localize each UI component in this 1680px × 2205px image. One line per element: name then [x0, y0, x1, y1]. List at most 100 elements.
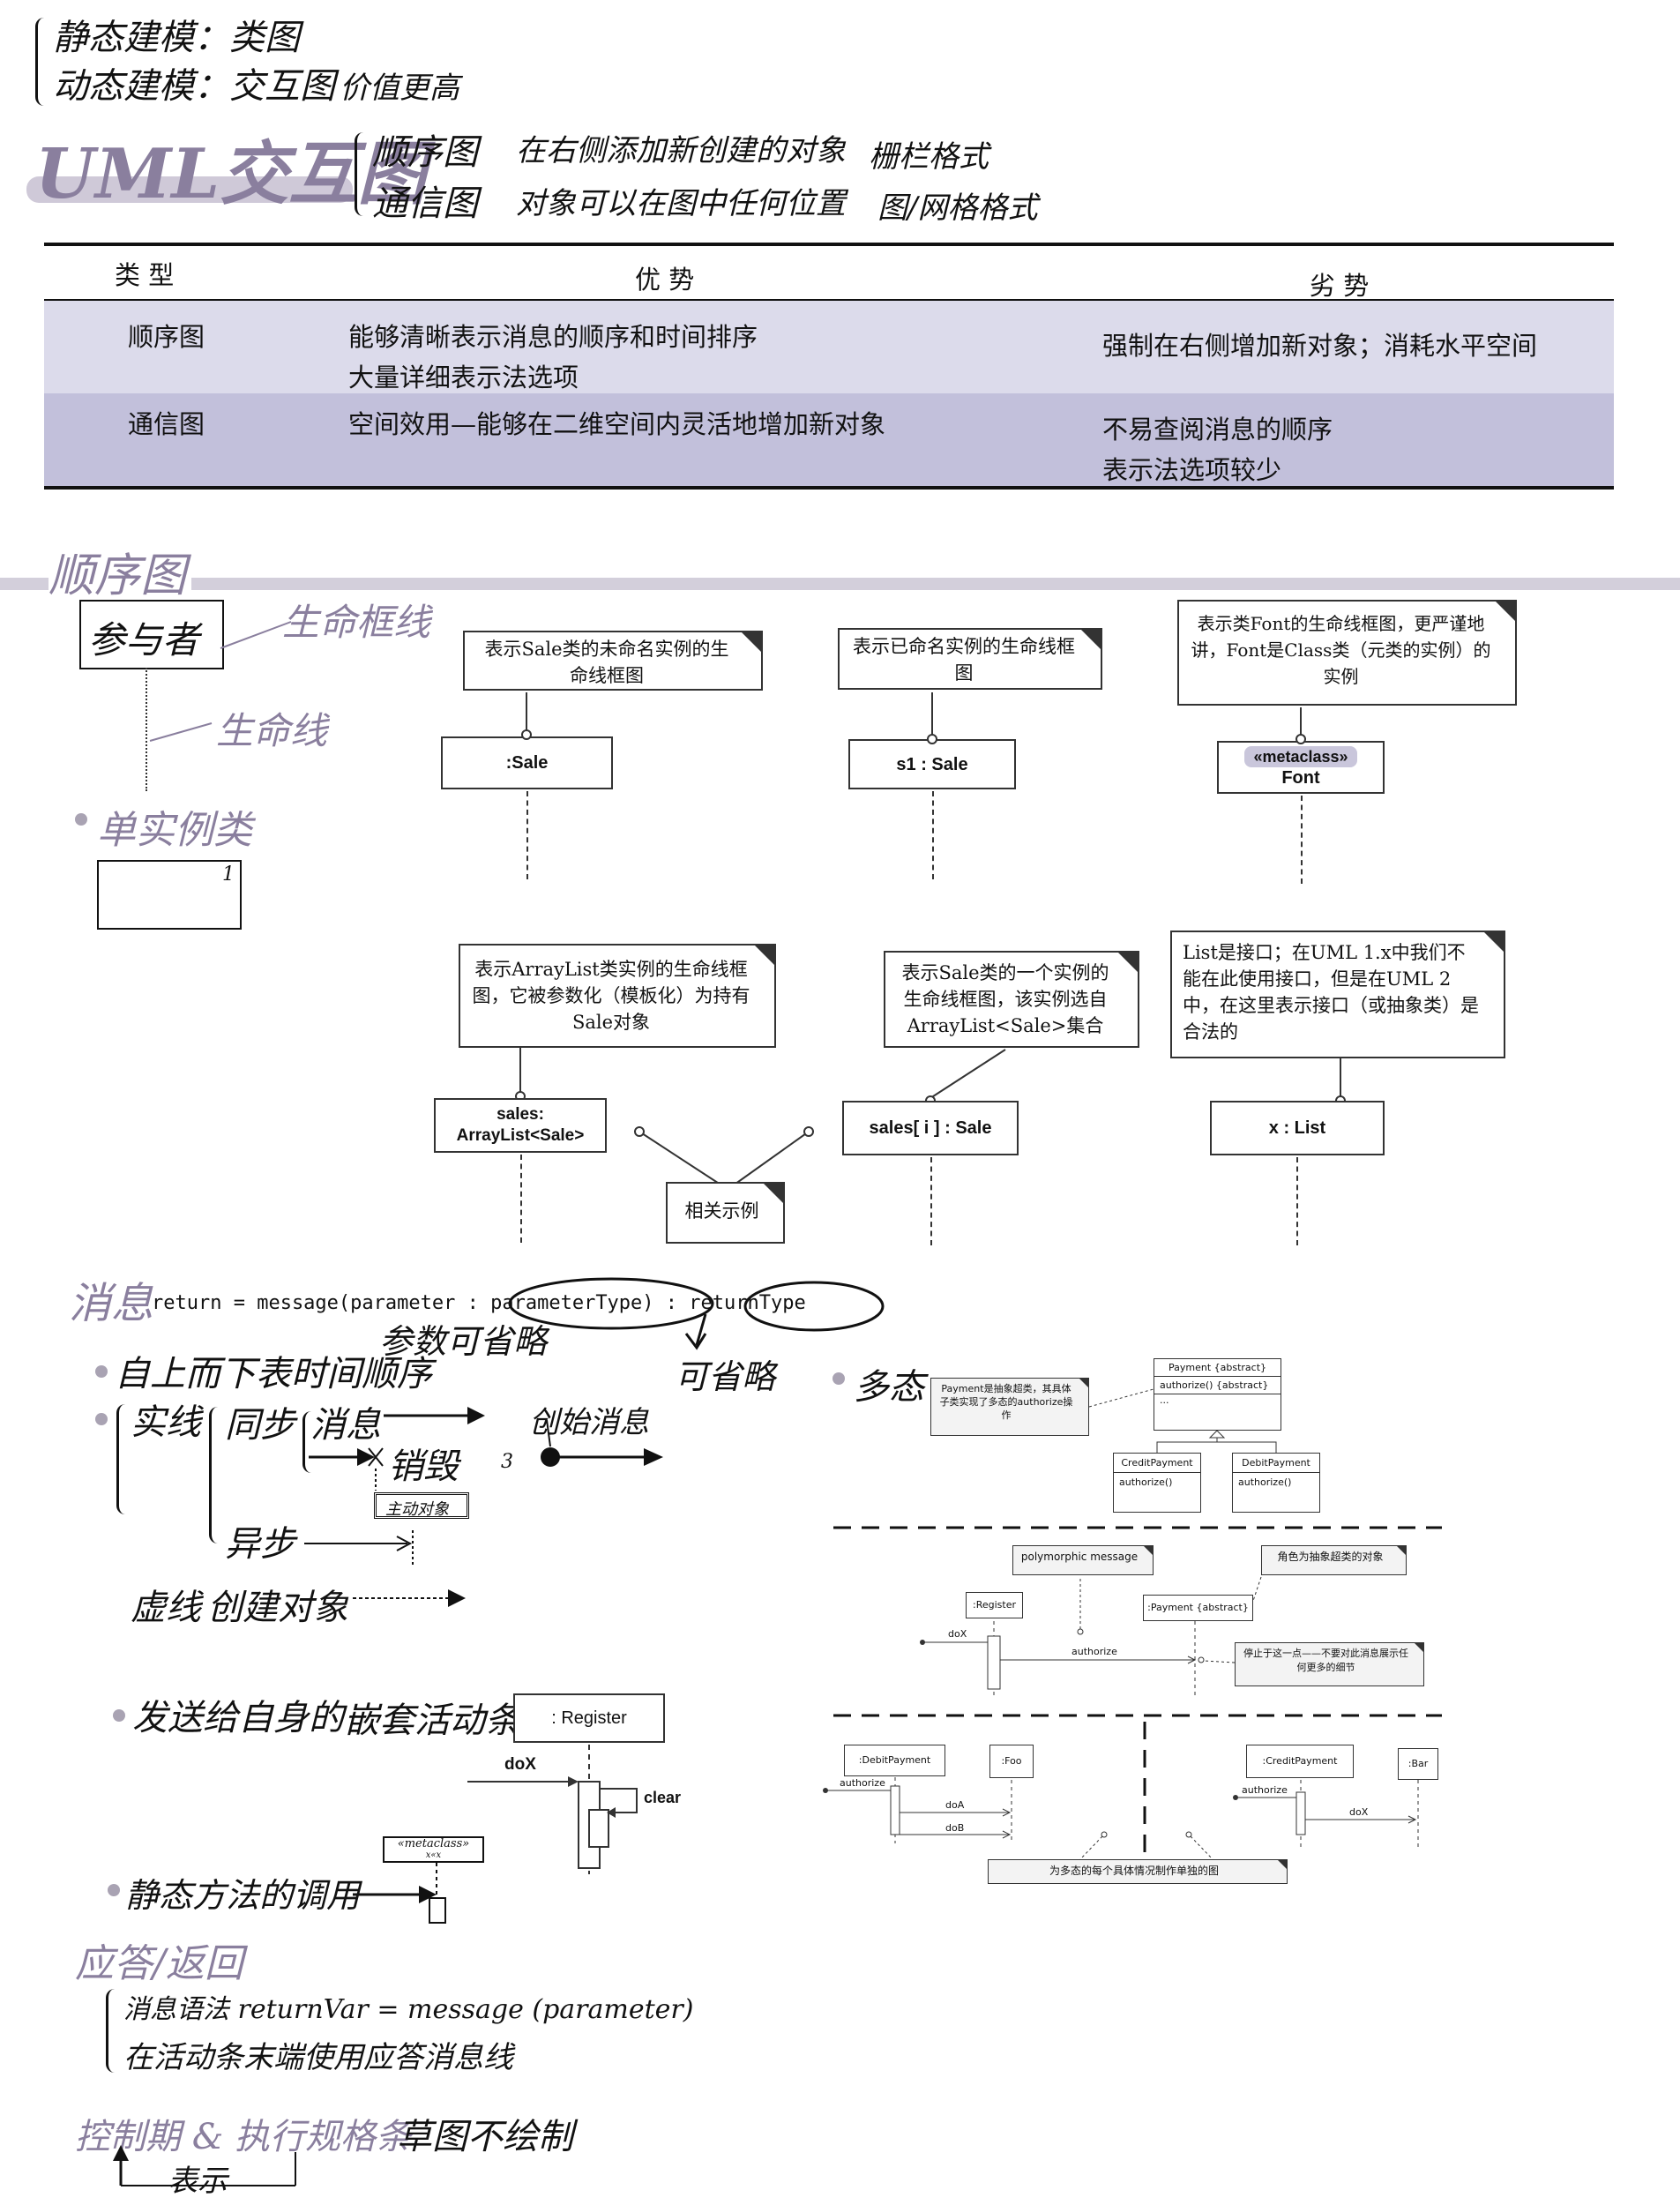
lifeline-box-x-list: x : List [1210, 1101, 1385, 1155]
message-section-title: 消息 [69, 1279, 154, 1328]
seq-diagram-desc: 在右侧添加新创建的对象 [516, 133, 846, 168]
lifeline-box-sales-i: sales[ i ] : Sale [842, 1101, 1019, 1155]
debit-class-name: DebitPayment [1233, 1454, 1319, 1473]
create-object-label: 创建对象 [207, 1588, 348, 1628]
sync-brace [209, 1407, 220, 1544]
dox-credit-label: doX [1349, 1806, 1369, 1818]
lifeline-box-label: 生命框线 [282, 601, 431, 644]
section-divider [0, 578, 1680, 590]
row-comm-pro1: 空间效用—能够在二维空间内灵活地增加新对象 [348, 409, 886, 439]
lifeline-box-arraylist: sales: ArrayList<Sale> [434, 1098, 607, 1153]
lifeline-sales-i [930, 1157, 932, 1245]
participant-label: 参与者 [88, 618, 200, 662]
return-omit-note: 可省略 [675, 1357, 776, 1396]
note-metaclass-font: 表示类Font的生命线框图，更严谨地讲，Font是Class类（元类的实例）的实… [1177, 600, 1517, 706]
credit-payment-lifeline-box: :CreditPayment [1246, 1745, 1354, 1778]
message-syntax: return = message(parameter : parameterTy… [152, 1292, 806, 1314]
polymorphism-title: 多态 [854, 1367, 924, 1408]
singleton-mark: 1 [222, 863, 235, 886]
bullet-time-order [95, 1365, 108, 1378]
dob-label: doB [945, 1822, 965, 1834]
bar-lifeline-box: :Bar [1398, 1748, 1438, 1780]
found-message-label: 创始消息 [529, 1405, 649, 1440]
participant-lifeline [146, 668, 147, 791]
destroy-label: 销毁 [388, 1446, 459, 1487]
debit-payment-class: DebitPayment authorize() [1232, 1453, 1320, 1513]
comparison-table: 类 型 优 势 劣 势 顺序图 能够清晰表示消息的顺序和时间排序 大量详细表示法… [44, 243, 1614, 490]
note-collection-item: 表示Sale类的一个实例的生命线框图，该实例选自ArrayList<Sale>集… [884, 951, 1139, 1048]
payment-class-more: ... [1160, 1394, 1169, 1406]
diagram-types-brace [355, 132, 366, 216]
note-abstract-role: 角色为抽象超类的对象 [1261, 1545, 1407, 1575]
lifeline-box-sale: :Sale [441, 736, 613, 789]
bullet-polymorphism [833, 1372, 845, 1385]
lifeline-label: 生命线 [216, 709, 328, 752]
lifeline-s1 [932, 791, 934, 879]
control-section-title: 控制期 & 执行规格条 [75, 2117, 412, 2157]
dynamic-modeling-note: 动态建模：交互图 [53, 66, 335, 107]
participant-box: 参与者 [79, 600, 224, 669]
register-lifeline-box: :Register [966, 1592, 1023, 1618]
higher-value-note: 价值更高 [340, 71, 459, 106]
clear-label: clear [644, 1789, 682, 1806]
solid-brace [116, 1404, 128, 1514]
reply-line1: 消息语法 returnVar = message (parameter) [123, 1994, 694, 2025]
lifeline-x-list [1296, 1157, 1298, 1245]
solid-line-label: 实线 [131, 1402, 201, 1443]
metaclass-stereotype: «metaclass» [1244, 746, 1357, 767]
sequence-section-title: 顺序图 [49, 538, 192, 604]
time-order-note: 自上而下表时间顺序 [115, 1354, 432, 1394]
metaclass-small-stereo: «metaclass» [397, 1837, 470, 1850]
syntax-ellipses [508, 1277, 885, 1350]
credit-class-op: authorize() [1119, 1476, 1173, 1488]
font-class-name: Font [1281, 768, 1320, 788]
bullet-singleton [75, 813, 87, 826]
dashed-line-label: 虚线 [131, 1588, 201, 1628]
note-named-instance: 表示已命名实例的生命线框图 [838, 628, 1102, 690]
param-omit-note: 参数可省略 [379, 1322, 548, 1361]
row-comm-type: 通信图 [128, 409, 205, 439]
header-pros: 优 势 [635, 265, 695, 295]
register-box: : Register [513, 1693, 665, 1743]
header-type: 类 型 [115, 260, 175, 290]
seq-diagram-name: 顺序图 [372, 132, 478, 173]
reply-brace [106, 1989, 117, 2073]
table-row-seq: 顺序图 能够清晰表示消息的顺序和时间排序 大量详细表示法选项 强制在右侧增加新对… [44, 301, 1614, 393]
static-call-label: 静态方法的调用 [125, 1876, 361, 1915]
header-brace [35, 18, 47, 106]
comm-diagram-desc: 对象可以在图中任何位置 [516, 186, 846, 221]
reply-section-title: 应答/返回 [75, 1941, 243, 1986]
authorize-debit-label: authorize [840, 1777, 885, 1789]
active-object-label: 主动对象 [385, 1500, 449, 1519]
message-label: 消息 [310, 1405, 381, 1446]
row-seq-type: 顺序图 [128, 322, 205, 352]
note-separate-diagrams: 为多态的每个具体情况制作单独的图 [988, 1859, 1288, 1884]
bullet-static-call [108, 1884, 120, 1896]
async-label: 异步 [225, 1524, 295, 1565]
payment-class-op: authorize() {abstract} [1154, 1377, 1281, 1394]
nested-activation-label: 嵌套活动条 [344, 1700, 520, 1741]
lifeline-font [1301, 796, 1303, 884]
authorize-poly-label: authorize [1071, 1646, 1117, 1657]
reply-line2: 在活动条末端使用应答消息线 [123, 2040, 513, 2075]
control-arrow-label: 表示 [168, 2164, 228, 2199]
credit-payment-class: CreditPayment authorize() [1113, 1453, 1201, 1513]
found-message-sep: 3 [501, 1451, 513, 1473]
debit-class-op: authorize() [1238, 1476, 1292, 1488]
header-cons: 劣 势 [1310, 271, 1370, 301]
uml-interaction-title: UML交互图 [35, 134, 427, 214]
active-object-box: 主动对象 [374, 1492, 469, 1519]
sync-label: 同步 [225, 1405, 295, 1446]
dox-poly-label: doX [948, 1628, 967, 1640]
note-related-examples: 相关示例 [666, 1182, 785, 1244]
table-row-comm: 通信图 空间效用—能够在二维空间内灵活地增加新对象 不易查阅消息的顺序 表示法选… [44, 393, 1614, 486]
seq-diagram-format: 栅栏格式 [869, 139, 989, 175]
note-interface: List是接口；在UML 1.x中我们不能在此使用接口，但是在UML 2中，在这… [1170, 931, 1505, 1058]
note-stop-here: 停止于这一点——不要对此消息展示任何更多的细节 [1235, 1642, 1424, 1686]
row-comm-con1: 不易查阅消息的顺序 [1102, 415, 1333, 445]
row-seq-con1: 强制在右侧增加新对象；消耗水平空间 [1102, 331, 1538, 361]
self-message-diagram [353, 1745, 638, 1924]
payment-class: Payment {abstract} authorize() {abstract… [1154, 1358, 1281, 1431]
note-payment-abstract: Payment是抽象超类，其具体子类实现了多态的authorize操作 [930, 1378, 1089, 1436]
doa-label: doA [945, 1799, 965, 1811]
